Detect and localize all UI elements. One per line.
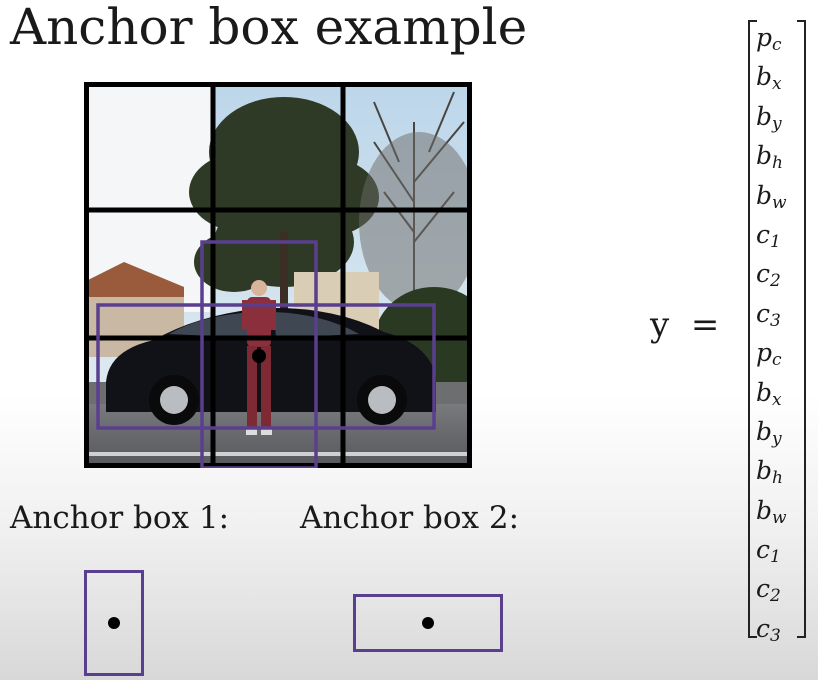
anchor-box-2-shape <box>353 594 503 652</box>
vector-entry-subscript: h <box>772 468 783 489</box>
anchor-box-2-label: Anchor box 2: <box>300 500 520 536</box>
vector-entry: by <box>756 97 787 136</box>
vector-entry-subscript: 3 <box>770 310 781 331</box>
vector-entry-subscript: c <box>772 350 782 371</box>
vector-entry-symbol: b <box>756 456 773 486</box>
vector-entry-subscript: h <box>772 153 783 174</box>
right-bracket <box>797 20 806 638</box>
vector-entry-symbol: p <box>756 23 773 52</box>
vector-entry-subscript: y <box>772 428 782 449</box>
vector-entry-symbol: c <box>756 574 771 604</box>
vector-entry: bw <box>756 491 787 530</box>
page-title: Anchor box example <box>10 0 528 56</box>
vector-entry-subscript: 3 <box>770 625 781 646</box>
vector-entry-symbol: c <box>756 613 771 643</box>
vector-entry-symbol: c <box>756 219 771 249</box>
y-symbol: y <box>650 305 670 345</box>
vector-entry-subscript: y <box>772 113 782 134</box>
object-midpoint-dot <box>252 349 266 363</box>
vector-entry: pc <box>756 18 787 57</box>
person <box>242 280 276 435</box>
vector-entry: bh <box>756 451 787 490</box>
car-bounding-box <box>96 303 436 430</box>
street-photo <box>84 82 472 468</box>
vector-entry-symbol: c <box>756 259 771 289</box>
vector-entry-symbol: p <box>756 338 773 368</box>
anchor-box-1-shape <box>84 570 144 676</box>
vector-entry-subscript: 1 <box>770 231 781 252</box>
vector-entry-symbol: b <box>756 416 773 446</box>
vector-entry-subscript: w <box>772 507 787 528</box>
vector-entry: bh <box>756 136 787 175</box>
vector-entry: by <box>756 412 787 451</box>
equals-symbol: = <box>690 305 720 345</box>
vector-entry: pc <box>756 333 787 372</box>
anchor-box-1-center-dot <box>108 617 120 629</box>
equation-lhs: y = <box>650 305 719 345</box>
vector-entry-subscript: x <box>772 74 782 95</box>
vector-entry: bx <box>756 373 787 412</box>
vector-entry: c1 <box>756 530 787 569</box>
vector-entry: bw <box>756 176 787 215</box>
vector-entry-subscript: c <box>772 35 782 55</box>
anchor-box-2-center-dot <box>422 617 434 629</box>
anchor-box-1-label: Anchor box 1: <box>10 500 230 536</box>
vector-entry-subscript: w <box>772 192 787 213</box>
vector-entry-symbol: b <box>756 495 773 525</box>
grid-lines <box>84 82 472 468</box>
vector-entry: c3 <box>756 294 787 333</box>
person-bounding-box <box>200 240 318 468</box>
vector-entry-subscript: x <box>772 389 782 410</box>
vector-entry: c2 <box>756 569 787 608</box>
vector-entry-symbol: b <box>756 141 773 171</box>
left-bracket <box>748 20 757 638</box>
vector-entry-symbol: c <box>756 535 771 565</box>
vector-entry-subscript: 2 <box>770 586 781 607</box>
vector-entry-symbol: b <box>756 180 773 210</box>
vector-entry-symbol: b <box>756 101 773 131</box>
vector-entry-subscript: 2 <box>770 271 781 292</box>
vector-entry: c3 <box>756 609 787 648</box>
vector-entry: c2 <box>756 254 787 293</box>
vector-entry-symbol: c <box>756 298 771 328</box>
vector-entry-symbol: b <box>756 62 773 92</box>
vector-entry: c1 <box>756 215 787 254</box>
vector-entry-symbol: b <box>756 377 773 407</box>
vector-entry-subscript: 1 <box>770 547 781 568</box>
vector-entry: bx <box>756 57 787 96</box>
